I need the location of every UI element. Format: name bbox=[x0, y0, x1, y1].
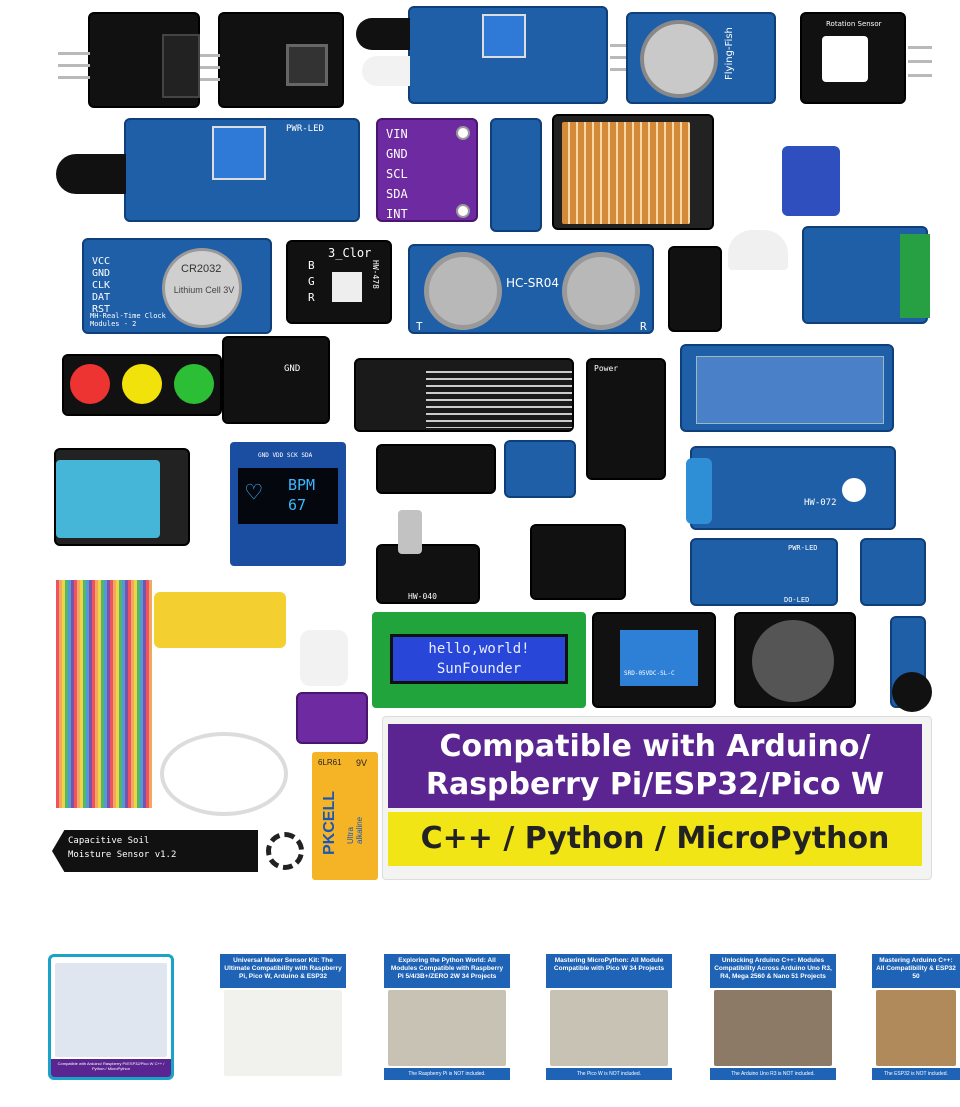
thumbnail-4[interactable]: Mastering MicroPython: All Module Compat… bbox=[546, 954, 672, 1080]
joystick-module bbox=[734, 612, 856, 708]
traffic-light-module bbox=[62, 354, 222, 416]
gear-motor bbox=[154, 592, 286, 648]
battery-brand: PKCELL bbox=[321, 791, 338, 855]
heart-rate-sensor-module: VIN GND SCL SDA INT bbox=[376, 118, 478, 222]
gy-pin-list: VIN GND SCL SDA INT bbox=[386, 127, 408, 221]
sound-sensor-module: HW-072 bbox=[686, 446, 896, 530]
thumbnail-5[interactable]: Unlocking Arduino C++: Modules Compatibi… bbox=[710, 954, 836, 1080]
esp8266-wifi-module bbox=[668, 246, 722, 332]
battery-type: Ultra alkaline bbox=[346, 816, 364, 844]
lcd-line-2: SunFounder bbox=[436, 661, 522, 677]
rtc-name-label: MH-Real-Time Clock Modules - 2 bbox=[90, 312, 166, 328]
thumbnail-3[interactable]: Exploring the Python World: All Modules … bbox=[384, 954, 510, 1080]
pwr-led-label-2: PWR-LED bbox=[788, 544, 818, 552]
oled-bpm-value: 67 bbox=[288, 496, 307, 514]
relay-model-label: SRD-05VDC-SL-C bbox=[624, 670, 675, 677]
jumper-wires bbox=[56, 580, 152, 808]
oled-pins-label: GND VDD SCK SDA bbox=[258, 452, 313, 459]
ir-obstacle-module bbox=[58, 12, 200, 108]
raindrop-control-board bbox=[490, 118, 542, 232]
9v-battery: 9V 6LR61 PKCELL Ultra alkaline bbox=[312, 752, 378, 880]
flame-sensor-module bbox=[356, 6, 630, 104]
water-level-sensor bbox=[354, 358, 574, 432]
lcd1602-display: hello,world! SunFounder bbox=[372, 612, 586, 708]
oled-display-module: GND VDD SCK SDA ♡ BPM 67 bbox=[230, 442, 346, 566]
ultrasonic-name-label: HC-SR04 bbox=[506, 276, 559, 290]
button-module bbox=[200, 12, 344, 108]
motor-driver-module bbox=[802, 226, 930, 324]
banner-line-2: Raspberry Pi/ESP32/Pico W bbox=[425, 767, 885, 802]
coin-battery: CR2032 Lithium Cell 3V bbox=[162, 248, 242, 328]
servo-motor bbox=[782, 146, 840, 216]
breadboard-power-module: Power bbox=[586, 358, 666, 480]
flame-sensor-module-2: PWR-LED bbox=[56, 118, 360, 222]
rgb-led-module: 3_Clor HW-478 B G R bbox=[286, 240, 392, 324]
traffic-light-board: GND bbox=[222, 336, 330, 424]
pwr-led-label: PWR-LED bbox=[286, 124, 324, 134]
flying-fish-label: Flying-Fish bbox=[724, 27, 735, 80]
ntc-module bbox=[296, 692, 368, 744]
ultrasonic-sensor-hc-sr04: HC-SR04 T R bbox=[408, 244, 654, 334]
power-label: Power bbox=[594, 364, 619, 373]
temperature-sensor-module bbox=[530, 524, 626, 600]
ultrasonic-t-label: T bbox=[416, 320, 423, 333]
pir-motion-sensor bbox=[728, 230, 788, 270]
heart-icon: ♡ bbox=[246, 478, 262, 508]
compatibility-banner: Compatible with Arduino/ Raspberry Pi/ES… bbox=[388, 724, 922, 866]
gas-sensor-module: Flying-Fish bbox=[626, 12, 776, 104]
buzzer-module bbox=[890, 616, 932, 712]
raindrops-module bbox=[552, 114, 714, 230]
photoresistor-module: PWR-LED DO-LED bbox=[690, 538, 838, 606]
rgb-pin-list: B G R bbox=[308, 259, 315, 304]
water-pump bbox=[300, 630, 348, 686]
thumbnail-1[interactable]: Compatible with Arduino/ Raspberry Pi/ES… bbox=[48, 954, 174, 1080]
rotation-sensor-module: Rotation Sensor bbox=[800, 12, 932, 104]
banner-line-1: Compatible with Arduino/ bbox=[439, 729, 871, 764]
dht11-sensor-module bbox=[54, 448, 190, 546]
thumbnail-2[interactable]: Universal Maker Sensor Kit: The Ultimate… bbox=[220, 954, 346, 1080]
oled-screen: ♡ BPM 67 bbox=[238, 468, 338, 524]
rtc-module: VCC GND CLK DAT RST CR2032 Lithium Cell … bbox=[82, 238, 272, 334]
rotation-sensor-label: Rotation Sensor bbox=[826, 20, 882, 28]
thumbnail-strip: Compatible with Arduino/ Raspberry Pi/ES… bbox=[0, 950, 960, 1100]
touch-sensor-module bbox=[860, 538, 926, 606]
traffic-gnd-label: GND bbox=[284, 364, 301, 374]
silicone-tube bbox=[160, 732, 288, 816]
oled-bpm-text: BPM bbox=[288, 476, 316, 494]
banner-languages: C++ / Python / MicroPython bbox=[388, 812, 922, 866]
banner-compatibility: Compatible with Arduino/ Raspberry Pi/ES… bbox=[388, 724, 922, 808]
rgb-name-label: 3_Clor bbox=[328, 246, 372, 260]
hall-sensor-module bbox=[376, 444, 496, 494]
encoder-id-label: HW-040 bbox=[408, 592, 437, 601]
rgb-id-label: HW-478 bbox=[371, 260, 380, 289]
thumbnail-6[interactable]: Mastering Arduino C++: All Compatibility… bbox=[872, 954, 960, 1080]
do-led-label: DO-LED bbox=[784, 596, 810, 604]
sound-id-label: HW-072 bbox=[804, 498, 837, 508]
lcd-screen: hello,world! SunFounder bbox=[390, 634, 568, 684]
ultrasonic-r-label: R bbox=[640, 320, 647, 333]
soil-moisture-sensor: Capacitive Soil Moisture Sensor v1.2 bbox=[52, 830, 258, 872]
rotary-encoder-module: HW-040 bbox=[376, 510, 480, 604]
rtc-pin-list: VCC GND CLK DAT RST bbox=[92, 256, 111, 315]
lcd-line-1: hello,world! bbox=[428, 641, 530, 657]
product-main-image[interactable]: Flying-Fish Rotation Sensor PWR-LED VIN … bbox=[0, 0, 960, 930]
relay-module: SRD-05VDC-SL-C bbox=[592, 612, 716, 708]
accelerometer-module bbox=[504, 440, 576, 498]
bluetooth-module bbox=[680, 344, 894, 432]
encoder-disc bbox=[266, 832, 304, 870]
